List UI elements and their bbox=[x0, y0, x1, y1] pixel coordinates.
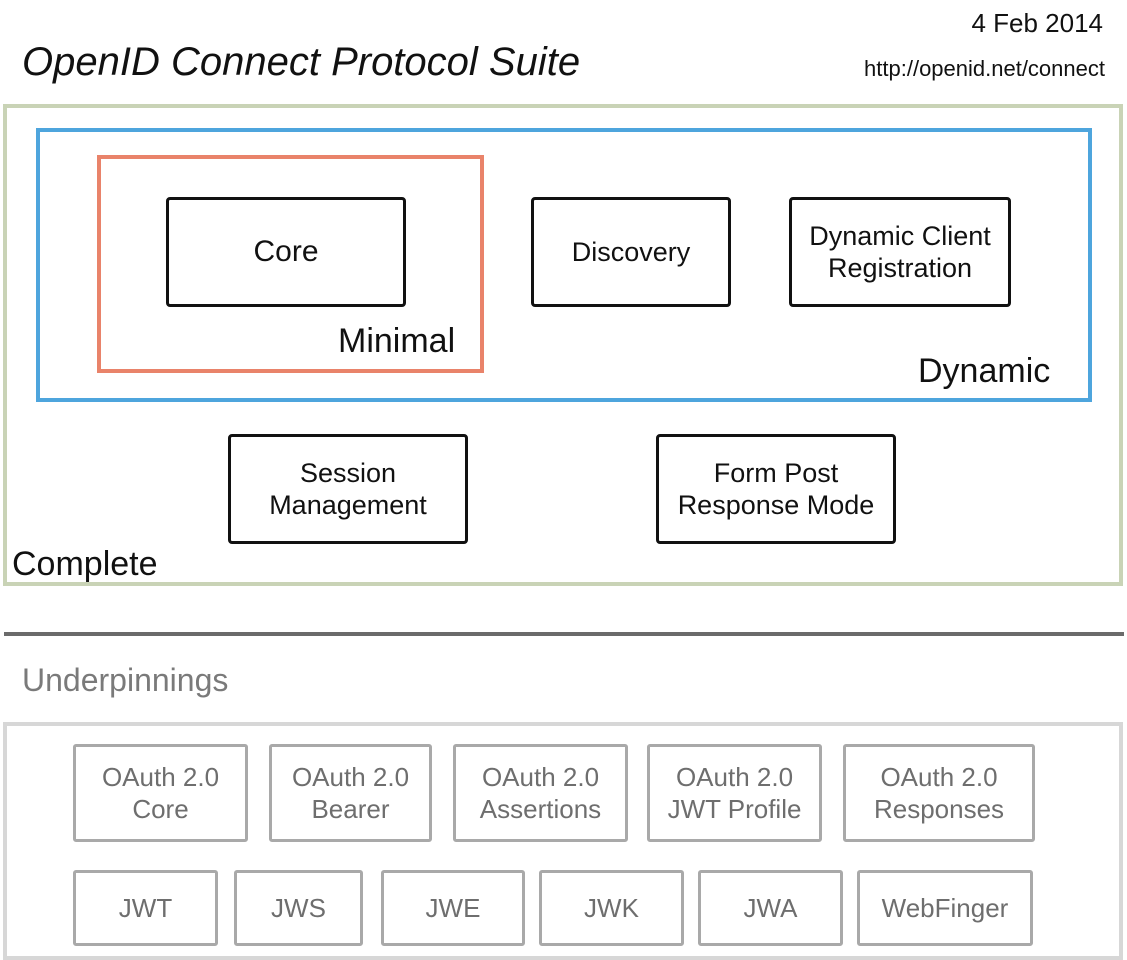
jwa-box: JWA bbox=[698, 870, 843, 946]
underpinnings-label: Underpinnings bbox=[22, 662, 229, 698]
oauth-responses-box: OAuth 2.0 Responses bbox=[843, 744, 1035, 842]
minimal-region bbox=[97, 155, 484, 373]
diagram-url: http://openid.net/connect bbox=[864, 56, 1105, 81]
oauth-jwt-profile-box: OAuth 2.0 JWT Profile bbox=[647, 744, 822, 842]
jws-box: JWS bbox=[234, 870, 363, 946]
webfinger-box: WebFinger bbox=[857, 870, 1033, 946]
spec-session-management: Session Management bbox=[228, 434, 468, 544]
oauth-assertions-box: OAuth 2.0 Assertions bbox=[453, 744, 628, 842]
jwk-box: JWK bbox=[539, 870, 684, 946]
jwe-box: JWE bbox=[381, 870, 525, 946]
dynamic-region bbox=[36, 128, 1092, 402]
spec-form-post-response-mode: Form Post Response Mode bbox=[656, 434, 896, 544]
jwt-box: JWT bbox=[73, 870, 218, 946]
underpinnings-region bbox=[3, 722, 1123, 960]
oauth-bearer-box: OAuth 2.0 Bearer bbox=[269, 744, 432, 842]
minimal-label: Minimal bbox=[338, 322, 456, 360]
spec-core: Core bbox=[166, 197, 406, 307]
section-divider bbox=[4, 632, 1124, 636]
spec-dynamic-client-registration: Dynamic Client Registration bbox=[789, 197, 1011, 307]
diagram-title: OpenID Connect Protocol Suite bbox=[22, 40, 581, 84]
diagram-date: 4 Feb 2014 bbox=[971, 8, 1103, 38]
dynamic-label: Dynamic bbox=[918, 352, 1051, 390]
complete-label: Complete bbox=[12, 545, 158, 583]
spec-discovery: Discovery bbox=[531, 197, 731, 307]
complete-region bbox=[3, 104, 1123, 586]
oauth-core-box: OAuth 2.0 Core bbox=[73, 744, 248, 842]
